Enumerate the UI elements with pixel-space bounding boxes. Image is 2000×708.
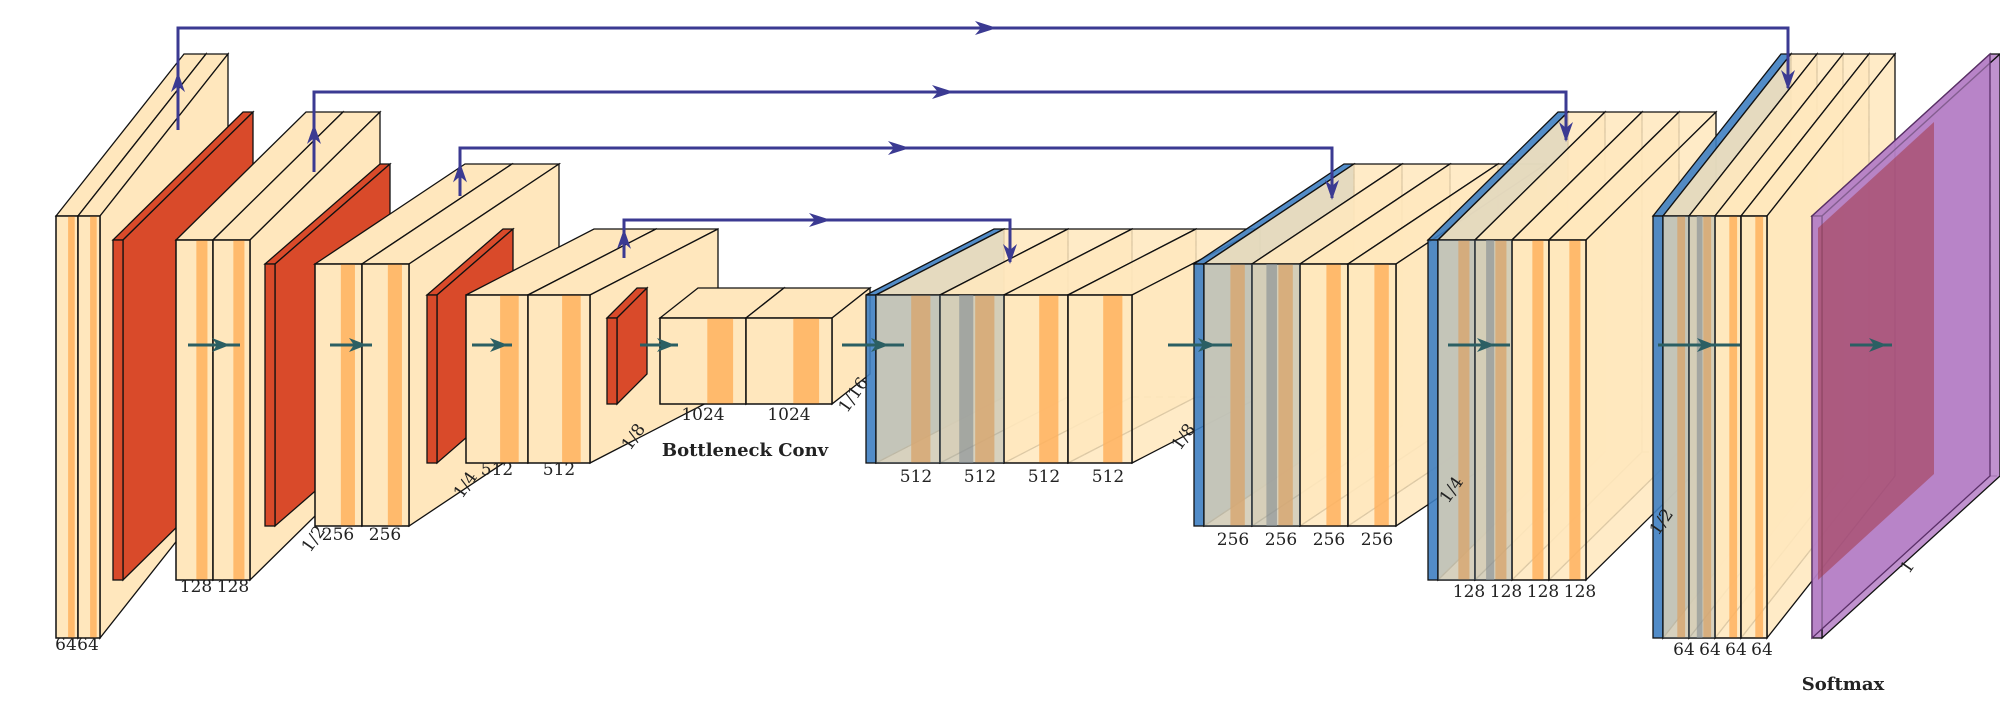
merged-overlay: [876, 295, 1004, 463]
channel-label-e4: 512: [543, 460, 575, 480]
merged-overlay: [1204, 264, 1300, 526]
bottleneck-caption: Bottleneck Conv: [662, 440, 829, 461]
concat-strip: [1486, 240, 1495, 580]
softmax-prediction: [1818, 122, 1934, 580]
channel-label-d2: 128: [1564, 582, 1596, 602]
flow-arrow: [1850, 338, 1892, 352]
channel-label-bottleneck: 1024: [767, 405, 810, 425]
skip-connection-arrow: [453, 141, 1339, 200]
channel-label-e1: 64: [55, 635, 77, 655]
flow-arrow: [1658, 338, 1740, 352]
channel-label-d4: 512: [1028, 467, 1060, 487]
channel-label-d4: 512: [1092, 467, 1124, 487]
skip-connection-arrow: [171, 21, 1795, 130]
flow-arrow: [640, 338, 678, 352]
channel-label-bottleneck: 1024: [681, 405, 724, 425]
channel-label-e2: 128: [217, 577, 249, 597]
channel-label-d4: 512: [900, 467, 932, 487]
pool-block-e4: [605, 286, 649, 406]
channel-label-e3: 256: [369, 525, 401, 545]
channel-label-d3: 256: [1361, 530, 1393, 550]
concat-strip: [1266, 264, 1277, 526]
channel-label-d2: 128: [1527, 582, 1559, 602]
channel-label-e4: 512: [481, 460, 513, 480]
channel-label-d1: 64: [1673, 640, 1695, 660]
flow-arrow: [188, 338, 240, 352]
channel-label-d4: 512: [964, 467, 996, 487]
flow-arrow: [1448, 338, 1510, 352]
channel-label-d2: 128: [1490, 582, 1522, 602]
skip-connection-arrow: [617, 213, 1017, 264]
channel-label-d1: 64: [1699, 640, 1721, 660]
channel-label-d1: 64: [1725, 640, 1747, 660]
concat-strip: [959, 295, 974, 463]
merged-overlay: [1663, 216, 1715, 638]
channel-label-e3: 256: [322, 525, 354, 545]
bottleneck-conv-b: [744, 286, 872, 406]
flow-arrow: [1168, 338, 1232, 352]
flow-arrow: [472, 338, 512, 352]
skip-connection-arrow: [307, 85, 1573, 172]
concat-strip: [1696, 216, 1703, 638]
channel-label-e1: 64: [77, 635, 99, 655]
channel-label-d3: 256: [1265, 530, 1297, 550]
channel-label-d2: 128: [1453, 582, 1485, 602]
channel-label-e2: 128: [180, 577, 212, 597]
softmax-caption: Softmax: [1802, 674, 1885, 695]
flow-arrows: [188, 338, 1892, 352]
channel-label-d1: 64: [1751, 640, 1773, 660]
flow-arrow: [842, 338, 904, 352]
skip-connections: [171, 21, 1795, 264]
flow-arrow: [330, 338, 372, 352]
merged-overlay: [1438, 240, 1512, 580]
channel-label-d3: 256: [1313, 530, 1345, 550]
channel-label-d3: 256: [1217, 530, 1249, 550]
